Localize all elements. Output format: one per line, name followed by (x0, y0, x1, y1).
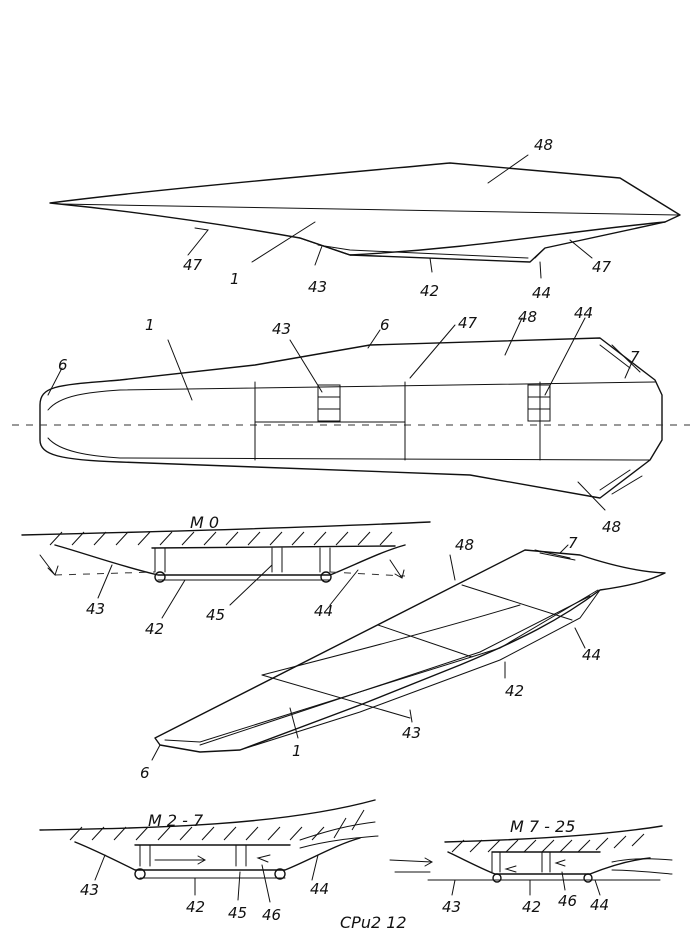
m7-25-label-46: 46 (558, 892, 577, 910)
side-label-42: 42 (420, 282, 439, 300)
m7-25-wall-hatch (451, 833, 645, 853)
persp-label-7: 7 (568, 534, 578, 552)
persp-label-43: 43 (402, 724, 421, 742)
persp-label-48: 48 (455, 536, 474, 554)
plan-label-6-top: 6 (380, 316, 390, 334)
mode-m7-25-view: M 7 - 25 43 42 46 44 (389, 817, 673, 916)
mode-m0-view: M 0 43 42 45 44 (21, 513, 431, 638)
plan-label-7: 7 (630, 348, 640, 366)
m2-7-label-44: 44 (310, 880, 329, 898)
m2-7-label-42: 42 (186, 898, 205, 916)
side-label-1: 1 (230, 270, 240, 288)
plan-label-44: 44 (574, 304, 593, 322)
plan-label-47: 47 (458, 314, 478, 332)
m2-7-label-45: 45 (228, 904, 247, 922)
perspective-view: 48 7 44 42 43 6 1 (140, 534, 666, 782)
m0-label-43: 43 (86, 600, 105, 618)
m7-25-label-42: 42 (522, 898, 541, 916)
plan-label-48-top: 48 (518, 308, 537, 326)
persp-label-1: 1 (292, 742, 302, 760)
side-label-44: 44 (532, 284, 551, 302)
mode-m2-7-view: M 2 - 7 43 42 45 46 44 (39, 799, 379, 924)
plan-label-43: 43 (272, 320, 291, 338)
persp-label-6: 6 (140, 764, 150, 782)
persp-label-44: 44 (582, 646, 601, 664)
m0-label-44: 44 (314, 602, 333, 620)
m7-25-title: M 7 - 25 (510, 817, 575, 836)
m7-25-label-43: 43 (442, 898, 461, 916)
side-label-43: 43 (308, 278, 327, 296)
m2-7-label-46: 46 (262, 906, 281, 924)
m2-7-wall-hatch (69, 809, 365, 841)
m0-title: M 0 (190, 513, 219, 532)
m2-7-label-43: 43 (80, 881, 99, 899)
plan-label-48-bottom: 48 (602, 518, 621, 536)
side-label-47-right: 47 (592, 258, 612, 276)
plan-view: 1 43 6 47 48 44 7 6 48 (12, 304, 690, 536)
side-view: 48 47 1 43 42 44 47 (49, 136, 681, 302)
m7-25-label-44: 44 (590, 896, 609, 914)
side-label-48: 48 (534, 136, 553, 154)
m0-wall-hatch (49, 531, 393, 546)
side-label-47-left: 47 (183, 256, 203, 274)
page-label: CPu2 12 (340, 913, 407, 932)
plan-label-1: 1 (145, 316, 155, 334)
m0-label-42: 42 (145, 620, 164, 638)
persp-label-42: 42 (505, 682, 524, 700)
m2-7-title: M 2 - 7 (148, 811, 204, 830)
plan-label-6-left: 6 (58, 356, 68, 374)
m0-label-45: 45 (206, 606, 225, 624)
